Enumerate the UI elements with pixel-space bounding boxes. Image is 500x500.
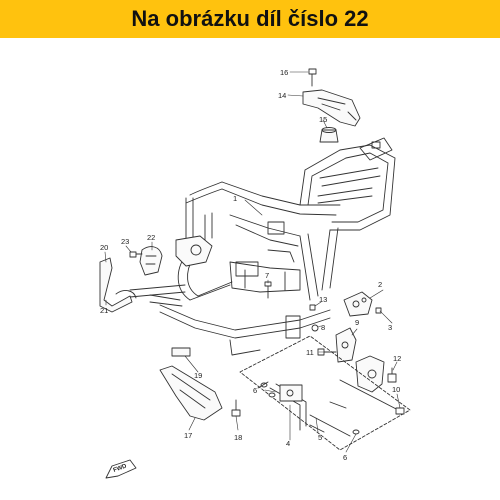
part-13-bolt bbox=[309, 304, 316, 311]
head-bracket bbox=[175, 235, 213, 267]
callout-13: 13 bbox=[319, 295, 327, 304]
callout-16: 16 bbox=[280, 68, 288, 77]
callout-14: 14 bbox=[278, 91, 286, 100]
callout-3: 3 bbox=[388, 323, 392, 332]
part-15-damper bbox=[319, 127, 339, 143]
part-8-washer bbox=[311, 324, 319, 332]
callout-21: 21 bbox=[100, 306, 108, 315]
callout-20: 20 bbox=[100, 243, 108, 252]
part-23-bolt bbox=[129, 251, 143, 258]
callout-1: 1 bbox=[233, 194, 237, 203]
callout-22: 22 bbox=[147, 233, 155, 242]
part-19-pad bbox=[171, 347, 191, 357]
part-12-bolt bbox=[387, 367, 397, 383]
callout-9: 9 bbox=[355, 318, 359, 327]
callout-19: 19 bbox=[194, 371, 202, 380]
page-title-banner: Na obrázku díl číslo 22 bbox=[0, 0, 500, 38]
callout-11: 11 bbox=[306, 348, 314, 357]
part-5-pin bbox=[309, 424, 325, 433]
part-9-bracket bbox=[335, 327, 357, 363]
fwd-arrow-icon: FWD bbox=[105, 459, 137, 479]
callout-12: 12 bbox=[393, 354, 401, 363]
part-21-bracket bbox=[99, 257, 137, 313]
stand-bracket-right bbox=[355, 355, 385, 393]
callout-23: 23 bbox=[121, 237, 129, 246]
callout-18: 18 bbox=[234, 433, 242, 442]
callout-6a: 6 bbox=[253, 386, 257, 395]
part-18-bolt bbox=[231, 399, 241, 417]
part-4-assembly bbox=[239, 335, 411, 451]
part-22-cover bbox=[139, 246, 163, 276]
callout-2: 2 bbox=[378, 280, 382, 289]
part-3-bolt bbox=[375, 307, 382, 314]
part-6-collar-a bbox=[268, 392, 276, 398]
callout-15: 15 bbox=[319, 115, 327, 124]
leader-lines bbox=[104, 71, 401, 453]
part-14-bracket bbox=[302, 89, 361, 127]
fwd-label: FWD bbox=[113, 463, 129, 474]
callout-5: 5 bbox=[318, 433, 322, 442]
callout-6b: 6 bbox=[343, 453, 347, 462]
part-7-bolt bbox=[264, 281, 272, 299]
part-6-collar-b bbox=[352, 429, 360, 435]
part-16-bolt bbox=[308, 68, 317, 87]
part-2-bracket bbox=[343, 291, 373, 317]
page-title: Na obrázku díl číslo 22 bbox=[131, 6, 369, 31]
callout-8: 8 bbox=[321, 323, 325, 332]
main-frame bbox=[129, 137, 396, 356]
callout-10: 10 bbox=[392, 385, 400, 394]
part-17-guard bbox=[159, 365, 223, 421]
callout-7: 7 bbox=[265, 271, 269, 280]
callout-labels: 1 2 3 4 5 6 6 7 8 9 10 11 12 13 14 15 16… bbox=[100, 68, 401, 462]
callout-4: 4 bbox=[286, 439, 290, 448]
callout-17: 17 bbox=[184, 431, 192, 440]
